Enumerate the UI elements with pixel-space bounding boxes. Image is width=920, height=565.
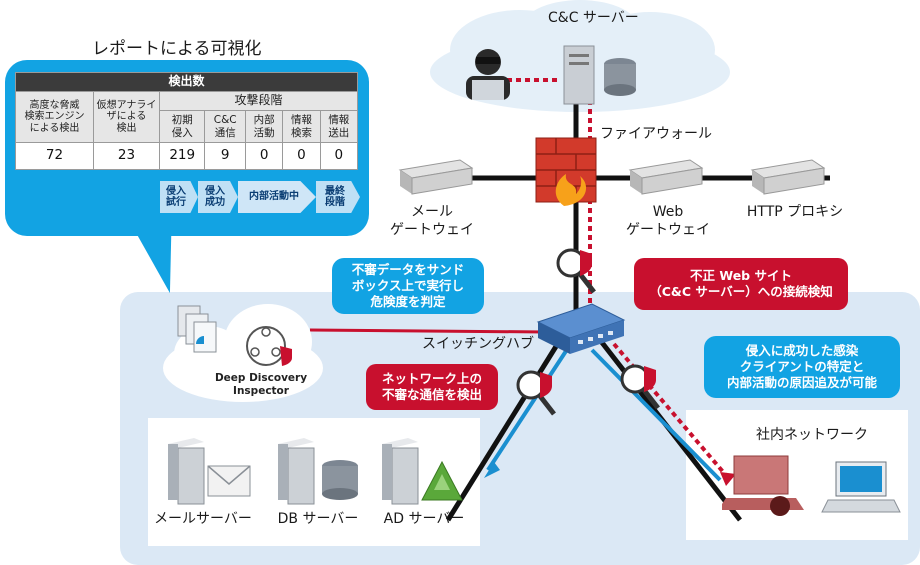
attacker-icon	[466, 49, 510, 100]
value-cell: 219	[158, 142, 206, 170]
trace-callout: 侵入に成功した感染 クライアントの特定と 内部活動の原因追及が可能	[704, 336, 900, 398]
cc-server-label: C&C サーバー	[548, 10, 639, 26]
col-sandbox: 高度な脅威 検索エンジン による検出	[15, 91, 94, 143]
ad-server-label: AD サーバー	[383, 511, 465, 527]
table-header: 検出数	[15, 72, 358, 92]
mail-gateway-label: メール ゲートウェイ	[390, 204, 474, 238]
switching-hub-label: スイッチングハブ	[422, 336, 534, 352]
http-proxy-label: HTTP プロキシ	[746, 204, 844, 220]
mail-server-icon	[168, 438, 251, 505]
stage-arrow: 最終 段階	[316, 181, 360, 213]
stage-col: C&C 通信	[204, 110, 246, 143]
db-server-icon	[278, 438, 358, 505]
http-proxy-icon	[750, 159, 826, 195]
web-gateway-icon	[628, 159, 704, 195]
stage-arrow: 侵入 成功	[198, 181, 238, 213]
db-server-label: DB サーバー	[277, 511, 359, 527]
stage-col: 内部 活動	[244, 110, 284, 143]
mail-gateway-icon	[398, 159, 474, 195]
cc-detect-callout: 不正 Web サイト （C&C サーバー）への接続検知	[634, 258, 848, 310]
col-stage-group: 攻撃段階	[159, 91, 358, 111]
value-cell: 9	[204, 142, 246, 170]
detection-table: 検出数 高度な脅威 検索エンジン による検出 仮想アナライ ザによる 検出 攻撃…	[15, 72, 359, 170]
value-cell: 0	[319, 142, 359, 170]
value-cell: 23	[93, 142, 160, 170]
magnifier-icon	[620, 364, 660, 410]
magnifier-icon	[516, 370, 556, 416]
web-gateway-label: Web ゲートウェイ	[626, 204, 710, 238]
value-cell: 72	[15, 142, 94, 170]
firewall-label: ファイアウォール	[600, 126, 712, 142]
stage-arrow-active: 内部活動中	[238, 181, 316, 213]
value-cell: 0	[244, 142, 284, 170]
internal-network-label: 社内ネットワーク	[756, 427, 868, 443]
network-detect-callout: ネットワーク上の 不審な通信を検出	[366, 364, 498, 410]
sandbox-callout: 不審データをサンド ボックス上で実行し 危険度を判定	[332, 258, 484, 314]
switching-hub-icon	[536, 303, 626, 354]
value-cell: 0	[282, 142, 321, 170]
firewall-icon	[535, 137, 597, 206]
stage-arrow: 侵入 試行	[160, 181, 198, 213]
ad-server-icon	[382, 438, 463, 505]
stage-col: 情報 検索	[282, 110, 321, 143]
product-label: Deep Discovery Inspector	[214, 372, 308, 398]
magnifier-icon	[556, 248, 596, 294]
cc-server-icon	[563, 45, 636, 105]
stage-col: 初期 侵入	[158, 110, 206, 143]
mail-server-label: メールサーバー	[154, 511, 252, 527]
client-laptops-icon	[722, 455, 901, 516]
col-virtual: 仮想アナライ ザによる 検出	[93, 91, 160, 143]
report-title: レポートによる可視化	[92, 39, 262, 59]
stage-col: 情報 送出	[319, 110, 359, 143]
ddi-hub-icon	[246, 326, 292, 366]
documents-icon	[177, 305, 217, 353]
